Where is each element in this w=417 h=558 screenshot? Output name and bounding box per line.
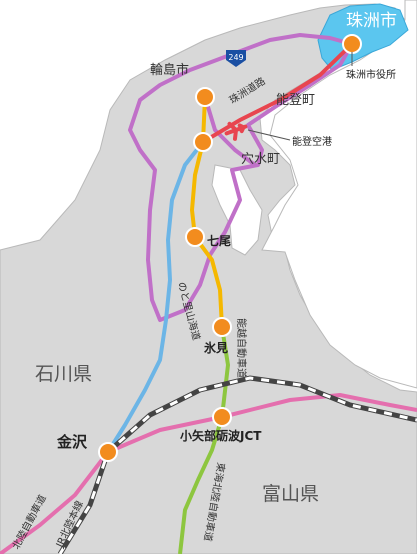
suzu-road bbox=[201, 42, 354, 144]
route-249-inner bbox=[203, 96, 257, 167]
label-suzu-city: 珠洲市 bbox=[346, 11, 397, 31]
noetsu-south bbox=[178, 326, 230, 555]
label-ishikawa-pref: 石川県 bbox=[35, 363, 92, 385]
label-suzu-office: 珠洲市役所 bbox=[346, 68, 396, 81]
label-nanao: 七尾 bbox=[207, 234, 231, 248]
route-249-shield: 249 bbox=[226, 50, 246, 67]
wajima-marker bbox=[195, 87, 215, 107]
route-249 bbox=[128, 33, 354, 322]
label-noetsu: 能越自動車道 bbox=[235, 318, 248, 378]
label-noto-airport: 能登空港 bbox=[292, 135, 332, 148]
airport-leader-line bbox=[247, 129, 291, 141]
label-kanazawa: 金沢 bbox=[56, 433, 88, 451]
himi-marker bbox=[212, 317, 232, 337]
label-toyama-pref: 富山県 bbox=[262, 483, 319, 505]
hokuriku-expressway bbox=[0, 393, 417, 556]
suzu-city-office-marker bbox=[342, 34, 362, 54]
oyabe-jct-marker bbox=[212, 407, 232, 427]
nanao-marker bbox=[185, 227, 205, 247]
label-noto-town: 能登町 bbox=[276, 93, 315, 108]
label-anamizu-town: 穴水町 bbox=[241, 152, 280, 167]
jr-hokuriku-line-dash bbox=[58, 376, 417, 555]
label-himi: 氷見 bbox=[203, 340, 228, 355]
kanazawa-marker bbox=[98, 442, 118, 462]
label-wajima-city: 輪島市 bbox=[150, 62, 189, 78]
anamizu-marker bbox=[193, 132, 213, 152]
satoyama-kaido bbox=[106, 140, 205, 454]
airplane-icon bbox=[224, 121, 248, 141]
label-oyabe-jct: 小矢部砺波JCT bbox=[180, 428, 262, 443]
svg-text:249: 249 bbox=[228, 53, 243, 62]
